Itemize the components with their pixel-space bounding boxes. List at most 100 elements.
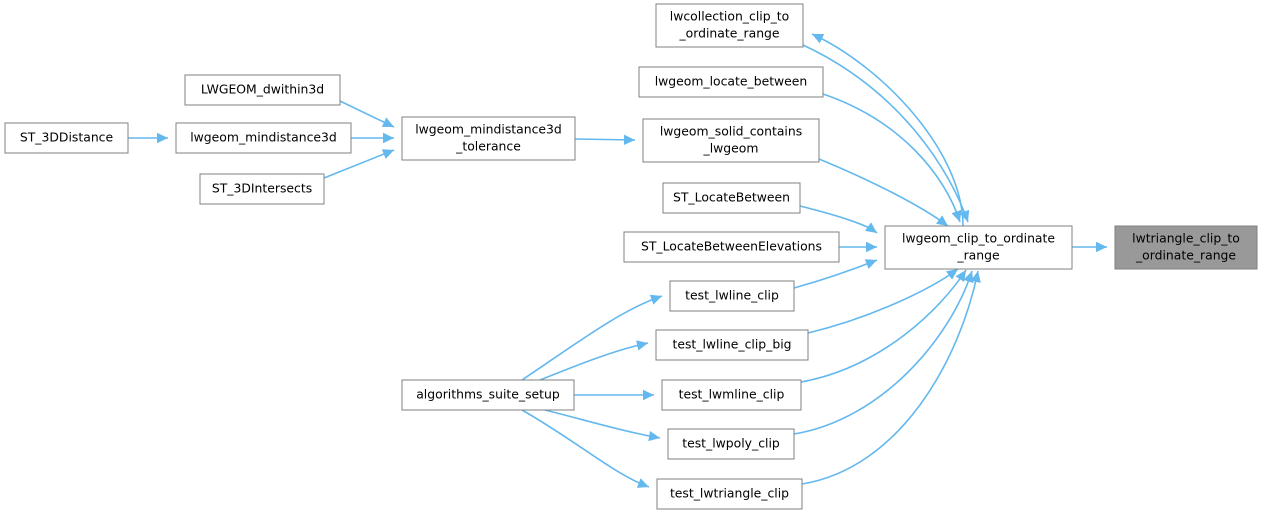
node-box[interactable] [667, 428, 795, 460]
node-label: _tolerance [455, 139, 521, 154]
arrowhead-icon [157, 132, 168, 144]
node-box[interactable] [642, 118, 820, 163]
arrowhead-icon [383, 132, 394, 144]
edge-lwgeom_clip_to_ordinate_range-to-lwtriangle_clip_to_ordinate_range [1072, 241, 1107, 253]
arrowhead-icon [381, 117, 394, 127]
arrowhead-icon [865, 222, 877, 233]
edge-line [521, 295, 663, 381]
arrowhead-icon [955, 270, 966, 283]
arrowhead-icon [946, 269, 958, 280]
node-box[interactable] [655, 3, 804, 48]
graph-node-st_locatebetweenelevations[interactable]: ST_LocateBetweenElevations [623, 231, 840, 263]
edge-algorithms_suite_setup-to-test_lwpoly_clip [544, 409, 661, 442]
node-label: ST_LocateBetweenElevations [641, 239, 822, 254]
graph-node-lwgeom_solid_contains_lwgeom[interactable]: lwgeom_solid_contains_lwgeom [642, 118, 820, 163]
graph-node-test_lwmline_clip[interactable]: test_lwmline_clip [661, 379, 802, 411]
node-label: lwtriangle_clip_to [1132, 231, 1240, 246]
arrowhead-icon [866, 241, 877, 253]
arrowhead-icon [970, 271, 981, 283]
node-label: _lwgeom [703, 141, 759, 156]
arrowhead-icon [951, 209, 962, 222]
node-label: _ordinate_range [678, 26, 779, 41]
edge-test_lwline_clip_big-to-lwgeom_clip_to_ordinate_range [807, 268, 959, 334]
edge-test_lwmline_clip-to-lwgeom_clip_to_ordinate_range [800, 269, 967, 383]
arrowhead-icon [623, 134, 635, 146]
node-box[interactable] [661, 379, 802, 411]
arrowhead-icon [636, 340, 648, 351]
edge-line [801, 270, 979, 485]
arrowhead-icon [963, 271, 974, 284]
node-label: _ordinate_range [1135, 248, 1236, 263]
node-box[interactable] [623, 231, 840, 263]
edge-line [793, 259, 878, 289]
edge-test_lwpoly_clip-to-lwgeom_clip_to_ordinate_range [793, 270, 974, 435]
arrowhead-icon [649, 294, 662, 305]
edge-lwcollection_clip_to_ordinate_range-to-lwgeom_clip_to_ordinate_range [802, 44, 970, 223]
edge-algorithms_suite_setup-to-test_lwline_clip_big [539, 340, 649, 381]
node-label: _range [956, 248, 999, 263]
node-box[interactable] [199, 173, 325, 205]
graph-node-lwtriangle_clip_to_ordinate_range[interactable]: lwtriangle_clip_to _ordinate_range [1114, 225, 1258, 270]
edge-lwgeom_locate_between-to-lwgeom_clip_to_ordinate_range [822, 93, 962, 223]
arrowhead-icon [1096, 241, 1107, 253]
arrowhead-icon [381, 149, 394, 159]
graph-node-st_3ddistance[interactable]: ST_3DDistance [4, 122, 129, 154]
edge-line [539, 342, 649, 381]
edge-line [822, 93, 961, 223]
edge-st_3dintersects-to-lwgeom_mindistance3d_tolerance [323, 149, 395, 179]
node-box[interactable] [175, 122, 352, 154]
node-box[interactable] [656, 478, 803, 510]
graph-node-st_locatebetween[interactable]: ST_LocateBetween [662, 182, 801, 214]
edge-st_locatebetweenelevations-to-lwgeom_clip_to_ordinate_range [839, 241, 877, 253]
graph-node-lwgeom_dwithin3d[interactable]: LWGEOM_dwithin3d [184, 74, 341, 106]
node-label: test_lwpoly_clip [682, 436, 780, 451]
edge-algorithms_suite_setup-to-test_lwtriangle_clip [521, 409, 650, 488]
node-label: lwcollection_clip_to [670, 9, 789, 24]
graph-node-lwcollection_clip_to_ordinate_range[interactable]: lwcollection_clip_to _ordinate_range [655, 3, 804, 48]
graph-node-algorithms_suite_setup[interactable]: algorithms_suite_setup [401, 379, 575, 411]
edge-line [521, 409, 650, 488]
edge-test_lwline_clip-to-lwgeom_clip_to_ordinate_range [793, 259, 878, 289]
node-label: test_lwtriangle_clip [670, 486, 789, 501]
node-label: lwgeom_clip_to_ordinate [902, 231, 1055, 246]
graph-node-test_lwpoly_clip[interactable]: test_lwpoly_clip [667, 428, 795, 460]
edges-layer [128, 33, 1107, 488]
edge-test_lwtriangle_clip-to-lwgeom_clip_to_ordinate_range [801, 270, 981, 485]
node-box[interactable] [184, 74, 341, 106]
edge-lwgeom_solid_contains_lwgeom-to-lwgeom_clip_to_ordinate_range [818, 158, 949, 227]
edge-line [799, 205, 878, 234]
node-label: ST_3DIntersects [212, 181, 312, 196]
edge-line [802, 44, 969, 223]
edge-line [544, 409, 661, 439]
edge-lwgeom_mindistance3d-to-lwgeom_mindistance3d_tolerance [351, 132, 394, 144]
graph-node-lwgeom_locate_between[interactable]: lwgeom_locate_between [638, 66, 824, 98]
node-box[interactable] [401, 379, 575, 411]
arrowhead-icon [936, 215, 948, 226]
arrowhead-icon [812, 34, 825, 44]
graph-node-lwgeom_mindistance3d[interactable]: lwgeom_mindistance3d [175, 122, 352, 154]
node-box[interactable] [669, 280, 795, 312]
arrowhead-icon [864, 259, 877, 269]
node-box[interactable] [4, 122, 129, 154]
node-label: ST_LocateBetween [673, 190, 790, 205]
node-label: lwgeom_mindistance3d [415, 122, 562, 137]
edge-algorithms_suite_setup-to-test_lwline_clip [521, 294, 663, 381]
nodes-layer: ST_3DDistance LWGEOM_dwithin3d lwgeom_mind… [4, 3, 1258, 510]
graph-node-st_3dintersects[interactable]: ST_3DIntersects [199, 173, 325, 205]
node-box[interactable] [401, 116, 576, 161]
arrowhead-icon [959, 209, 970, 222]
node-box[interactable] [1114, 225, 1258, 270]
graph-node-test_lwline_clip_big[interactable]: test_lwline_clip_big [655, 329, 809, 361]
edge-lwgeom_clip_to_ordinate_range-to-lwcollection_clip_to_ordinate_range [811, 33, 964, 227]
node-label: algorithms_suite_setup [416, 387, 560, 402]
node-box[interactable] [662, 182, 801, 214]
graph-node-lwgeom_clip_to_ordinate_range[interactable]: lwgeom_clip_to_ordinate _range [884, 225, 1073, 270]
node-box[interactable] [638, 66, 824, 98]
graph-node-lwgeom_mindistance3d_tolerance[interactable]: lwgeom_mindistance3d _tolerance [401, 116, 576, 161]
graph-node-test_lwline_clip[interactable]: test_lwline_clip [669, 280, 795, 312]
node-box[interactable] [655, 329, 809, 361]
node-box[interactable] [884, 225, 1073, 270]
edge-line [323, 149, 395, 179]
graph-node-test_lwtriangle_clip[interactable]: test_lwtriangle_clip [656, 478, 803, 510]
